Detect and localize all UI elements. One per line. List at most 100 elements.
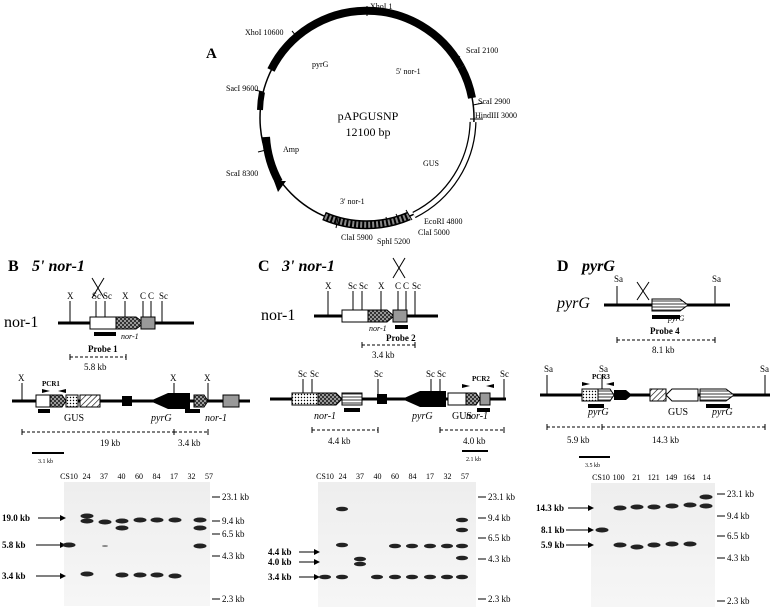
blot-band [80, 518, 94, 524]
panel-d: D pyrG pyrG pyrG Sa Sa Probe 4 8.1 kb Sa… [536, 258, 770, 607]
bands-b [62, 513, 207, 579]
gus-label: GUS [64, 413, 84, 424]
site-clai-5000: ClaI 5000 [418, 228, 450, 237]
blot-band [389, 574, 401, 580]
primer-arrow-2 [58, 389, 66, 393]
left-marker-4.0kb: 4.0 kb [268, 557, 292, 567]
gus-label: GUS [452, 411, 472, 422]
blot-band [133, 572, 147, 578]
blot-band [424, 543, 436, 549]
int-box-grey [479, 392, 491, 406]
site-c: C [395, 281, 401, 291]
site-x: X [325, 281, 332, 291]
right-marker: 23.1 kb [488, 492, 516, 502]
blot-band [683, 502, 697, 508]
int-site-x: X [170, 373, 177, 383]
marker-arrowhead [314, 549, 320, 555]
marker-arrowhead-3 [588, 542, 594, 548]
int-site-sa: Sa [544, 364, 553, 374]
site-scai-2100: ScaI 2100 [466, 46, 498, 55]
int-gus-arrow [665, 388, 699, 402]
marker-arrowhead [60, 515, 66, 521]
blot-band [98, 519, 112, 525]
blot-band [150, 517, 164, 523]
blot-band [168, 573, 182, 579]
gene-box-white [341, 309, 369, 323]
panel-c: C 3' nor-1 nor-1 nor-1 X Sc Sc X C C Sc … [258, 257, 516, 607]
panel-d-locus: pyrG [556, 295, 590, 312]
site-sc: Sc [92, 291, 101, 301]
site-c: C [140, 291, 146, 301]
pyrg-label: pyrG [411, 411, 433, 422]
right-marker: 4.3 kb [727, 553, 750, 563]
panel-c-title: 3' nor-1 [281, 258, 335, 275]
int-site-sc: Sc [426, 369, 435, 379]
nor1-label: nor-1 [205, 413, 227, 424]
blot-band [389, 543, 401, 549]
blot-band [647, 504, 661, 510]
site-ecori-4800: EcoRI 4800 [424, 217, 462, 226]
blot-band [595, 527, 609, 533]
site-x: X [378, 281, 385, 291]
right-markers-c [478, 496, 486, 600]
amp-arrow [274, 181, 286, 192]
site-sc: Sc [412, 281, 421, 291]
site-x: X [122, 291, 129, 301]
left-marker-3.4kb: 3.4 kb [268, 572, 292, 582]
right-marker: 9.4 kb [727, 511, 750, 521]
int-box-dots [65, 394, 79, 408]
lane-label: 60 [135, 472, 143, 481]
pyrg-arc-tail [257, 91, 265, 111]
gus-arc-outline [412, 121, 477, 219]
feature-amp: Amp [283, 145, 299, 154]
right-marker: 6.5 kb [727, 531, 750, 541]
frag1-label: 19 kb [100, 438, 121, 448]
lane-label: 14 [703, 473, 711, 482]
blot-band [683, 541, 697, 547]
int-pyrg-arrow [150, 393, 190, 409]
lane-label: 149 [665, 473, 677, 482]
nor1-gene-arrow [115, 316, 145, 330]
right-marker: 6.5 kb [222, 529, 245, 539]
site-c: C [403, 281, 409, 291]
frag2-label: 4.0 kb [463, 436, 486, 446]
lane-label: CS10 [592, 473, 610, 482]
feature-5-nor1: 5' nor-1 [396, 67, 421, 76]
blot-band [456, 527, 468, 533]
bands-d [595, 494, 713, 550]
gus-arc [412, 121, 476, 218]
feature-3-nor1: 3' nor-1 [340, 197, 365, 206]
nor1-gene-arrow [367, 309, 395, 323]
blot-band [441, 543, 453, 549]
marker-arrowhead-2 [314, 559, 320, 565]
int-nor1-arrow-2 [193, 394, 209, 408]
panel-c-locus: nor-1 [261, 307, 295, 324]
site-hindiii-3000: HindIII 3000 [475, 111, 517, 120]
marker-arrowhead-2 [588, 527, 594, 533]
gene-box-white [89, 316, 117, 330]
int-box-grey [222, 394, 240, 408]
left-marker-5.8kb: 5.8 kb [2, 540, 26, 550]
blot-band [62, 542, 76, 548]
primer-label: PCR3 [592, 373, 610, 381]
scale-label: 3.5 kb [585, 463, 600, 469]
blot-band [665, 541, 679, 547]
lane-label: CS10 [60, 472, 78, 481]
int-site-sc: Sc [374, 369, 383, 379]
blot-band [406, 543, 418, 549]
blot-band [406, 574, 418, 580]
lane-label: 40 [118, 472, 126, 481]
int-site-sc: Sc [310, 369, 319, 379]
site-clai-5900: ClaI 5900 [341, 233, 373, 242]
site-sa: Sa [712, 274, 721, 284]
blot-band [456, 517, 468, 523]
frag2-label: 14.3 kb [652, 435, 680, 445]
blot-band [699, 494, 713, 500]
lane-label: 121 [648, 473, 660, 482]
primer-arrow [462, 384, 470, 388]
site-sphi-5200: SphI 5200 [377, 237, 410, 246]
amp-arc [262, 136, 283, 184]
site-ticks [254, 6, 484, 229]
